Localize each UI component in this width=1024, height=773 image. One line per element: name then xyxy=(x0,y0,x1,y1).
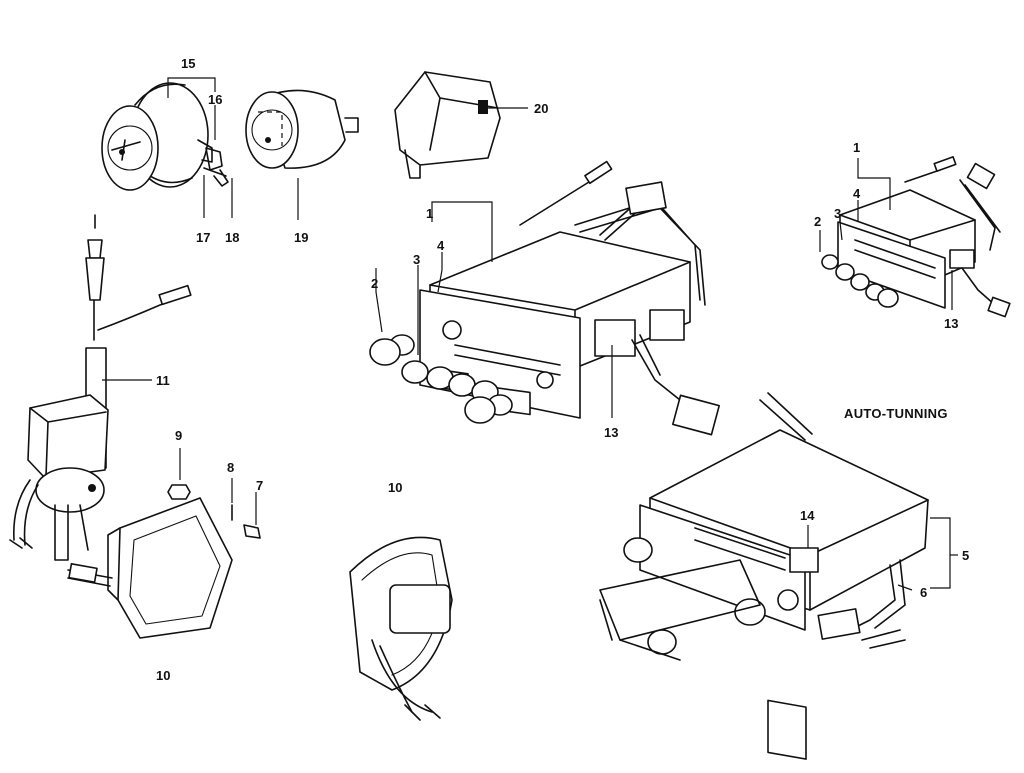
speaker-pod-15 xyxy=(101,82,213,191)
callout-4-right: 4 xyxy=(853,186,861,201)
antenna-assembly-11 xyxy=(9,214,192,561)
callout-3-right: 3 xyxy=(834,206,841,221)
push-buttons xyxy=(821,254,899,308)
connector-14 xyxy=(789,547,819,573)
callout-16: 16 xyxy=(208,92,222,107)
callout-14: 14 xyxy=(800,508,815,523)
callout-10-center: 10 xyxy=(388,480,402,495)
callout-6: 6 xyxy=(920,585,927,600)
callout-13-center: 13 xyxy=(604,425,618,440)
knob-right xyxy=(464,394,513,424)
callout-9: 9 xyxy=(175,428,182,443)
wiring-harness xyxy=(817,559,906,649)
radio-unit-center xyxy=(369,160,721,436)
speaker-pod-19 xyxy=(245,89,359,169)
cover-20 xyxy=(394,71,501,179)
leader-lines xyxy=(102,77,958,591)
wiring-harness xyxy=(904,156,1001,251)
wiring-harness xyxy=(574,181,706,306)
nut-9 xyxy=(167,484,191,500)
connector-13 xyxy=(594,309,721,436)
knob-left xyxy=(369,334,415,366)
callout-10-left: 10 xyxy=(156,668,170,683)
callout-17: 17 xyxy=(196,230,210,245)
callout-3-center: 3 xyxy=(413,252,420,267)
mount-bracket-16 xyxy=(205,147,223,171)
callout-8: 8 xyxy=(227,460,234,475)
connector-13 xyxy=(949,249,1011,318)
callout-7: 7 xyxy=(256,478,263,493)
callout-4-center: 4 xyxy=(437,238,445,253)
screw-7 xyxy=(243,524,261,539)
auto-tuning-caption: AUTO-TUNNING xyxy=(844,406,948,421)
callout-13-right: 13 xyxy=(944,316,958,331)
callout-18: 18 xyxy=(225,230,239,245)
callout-1-right: 1 xyxy=(853,140,860,155)
callout-2-center: 2 xyxy=(371,276,378,291)
auto-tuning-radio-unit xyxy=(599,392,929,760)
radio-unit-right xyxy=(821,156,1011,318)
antenna-lead xyxy=(759,392,813,441)
auto-tuning-tray xyxy=(599,559,761,661)
callout-labels: 15 16 17 18 19 20 1 4 3 2 13 1 4 3 2 13 … xyxy=(156,56,969,683)
callout-2-right: 2 xyxy=(814,214,821,229)
antenna-lead xyxy=(519,160,613,226)
callout-11: 11 xyxy=(156,373,170,388)
screw-17-18 xyxy=(203,167,229,187)
callout-20: 20 xyxy=(534,101,548,116)
speaker-10-center xyxy=(349,536,453,721)
speaker-10-left xyxy=(67,497,233,639)
callout-15: 15 xyxy=(181,56,195,71)
callout-5: 5 xyxy=(962,548,969,563)
callout-19: 19 xyxy=(294,230,308,245)
callout-1-center: 1 xyxy=(426,206,433,221)
